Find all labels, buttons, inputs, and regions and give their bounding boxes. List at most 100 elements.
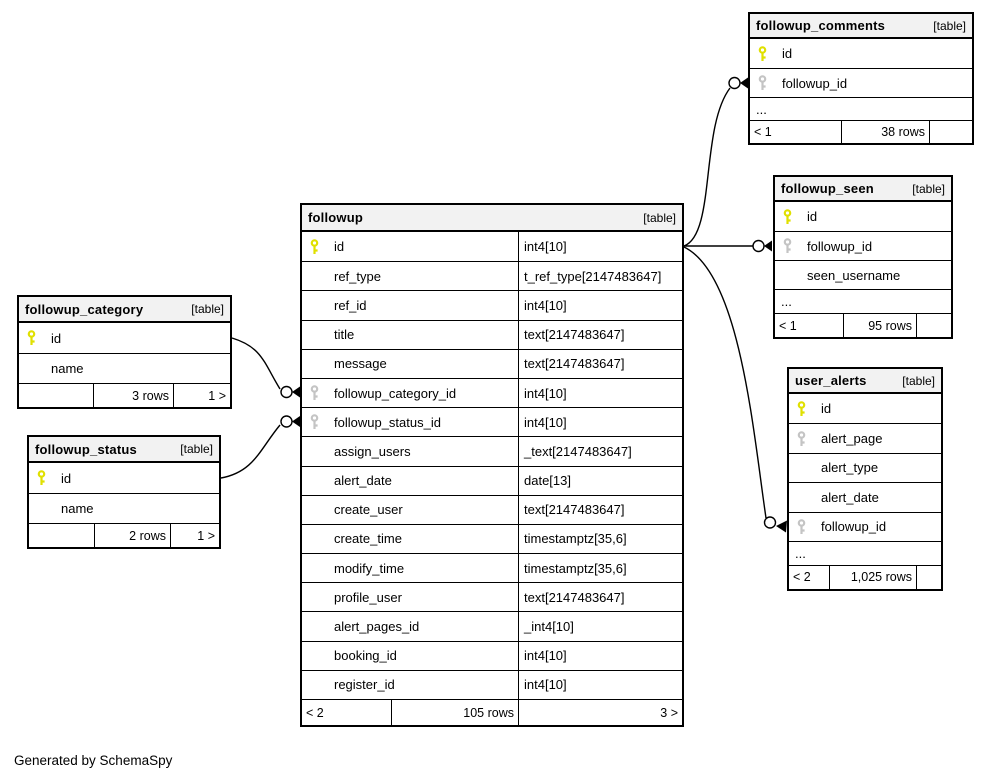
parents-count: < 1 xyxy=(779,318,797,333)
primary-key-icon xyxy=(36,470,47,486)
column-name: id xyxy=(61,470,72,486)
table-header[interactable]: followup_category [table] xyxy=(19,297,230,323)
table-user-alerts: user_alerts [table] id alert_page alert_… xyxy=(787,367,943,591)
table-footer: < 2 1,025 rows xyxy=(789,564,941,589)
column-type: date[13] xyxy=(524,473,571,489)
column-row-followup-status-id: followup_status_id int4[10] xyxy=(302,407,682,437)
foreign-key-icon xyxy=(309,385,320,401)
table-header[interactable]: followup_seen [table] xyxy=(775,177,951,202)
column-name: create_time xyxy=(334,531,402,547)
column-name: ref_id xyxy=(334,297,367,313)
table-title: followup_category xyxy=(25,301,144,317)
parents-count: < 2 xyxy=(306,705,324,720)
column-name: profile_user xyxy=(334,589,402,605)
column-row-followup-category-id: followup_category_id int4[10] xyxy=(302,377,682,408)
table-header[interactable]: followup_status [table] xyxy=(29,437,219,463)
row-count: 105 rows xyxy=(391,700,518,725)
column-row-followup-id: followup_id xyxy=(750,68,972,97)
table-title: user_alerts xyxy=(795,373,867,388)
more-columns-indicator: ... xyxy=(750,97,972,120)
column-name: id xyxy=(334,239,345,255)
children-count: 1 > xyxy=(170,524,219,547)
column-name: booking_id xyxy=(334,648,397,664)
column-name: followup_category_id xyxy=(334,385,457,401)
children-count xyxy=(916,565,941,589)
parents-count xyxy=(29,524,94,547)
column-row-id: id xyxy=(19,323,230,353)
primary-key-icon xyxy=(757,45,768,62)
table-header[interactable]: followup_comments [table] xyxy=(750,14,972,39)
column-name: title xyxy=(334,327,355,343)
foreign-key-icon xyxy=(757,75,768,91)
table-header[interactable]: user_alerts [table] xyxy=(789,369,941,394)
row-count: 1,025 rows xyxy=(829,565,916,589)
column-name: id xyxy=(782,46,793,61)
column-name: alert_page xyxy=(821,431,883,447)
table-type-tag: [table] xyxy=(180,442,213,456)
column-type: _text[2147483647] xyxy=(524,443,632,459)
primary-key-icon xyxy=(796,400,807,417)
column-type: timestamptz[35,6] xyxy=(524,531,627,547)
parents-count xyxy=(19,384,93,407)
table-followup-category: followup_category [table] id name 3 rows… xyxy=(17,295,232,409)
foreign-key-icon xyxy=(796,430,807,447)
parents-count: < 1 xyxy=(754,125,772,139)
column-name: id xyxy=(807,209,818,224)
table-title: followup xyxy=(308,210,364,225)
table-type-tag: [table] xyxy=(912,181,945,196)
table-header[interactable]: followup [table] xyxy=(302,205,682,232)
column-name: followup_id xyxy=(782,75,848,91)
column-name: name xyxy=(51,361,84,376)
column-type: t_ref_type[2147483647] xyxy=(524,268,662,284)
table-footer: < 2 105 rows 3 > xyxy=(302,699,682,725)
column-row-id: id xyxy=(750,39,972,68)
children-count: 1 > xyxy=(173,384,230,407)
primary-key-icon xyxy=(26,330,37,346)
table-type-tag: [table] xyxy=(902,373,935,388)
column-name: message xyxy=(334,356,387,372)
column-type: text[2147483647] xyxy=(524,356,625,372)
table-footer: < 1 38 rows xyxy=(750,120,972,143)
children-count xyxy=(916,314,951,337)
column-row-modify-time: modify_time timestamptz[35,6] xyxy=(302,553,682,583)
column-type: int4[10] xyxy=(524,385,567,401)
column-name: create_user xyxy=(334,502,403,518)
table-footer: 2 rows 1 > xyxy=(29,523,219,547)
column-name: ref_type xyxy=(334,268,381,284)
column-type: int4[10] xyxy=(524,414,567,430)
column-row-id: id int4[10] xyxy=(302,232,682,262)
column-name: alert_date xyxy=(821,489,879,505)
table-followup-status: followup_status [table] id name 2 rows 1… xyxy=(27,435,221,549)
column-type: timestamptz[35,6] xyxy=(524,560,627,576)
column-row-alert-date: alert_date xyxy=(789,482,941,511)
row-count: 95 rows xyxy=(843,314,916,337)
column-type: int4[10] xyxy=(524,297,567,313)
column-name: id xyxy=(51,330,62,346)
generated-by-note: Generated by SchemaSpy xyxy=(14,753,173,768)
table-title: followup_comments xyxy=(756,18,886,33)
column-row-name: name xyxy=(29,493,219,523)
column-name: register_id xyxy=(334,677,395,693)
fk-connector-followup-to-user-alerts xyxy=(683,246,787,533)
children-count: 3 > xyxy=(518,700,682,725)
column-row-alert-date: alert_date date[13] xyxy=(302,465,682,495)
table-type-tag: [table] xyxy=(643,210,676,225)
column-row-ref-type: ref_type t_ref_type[2147483647] xyxy=(302,261,682,291)
column-name: assign_users xyxy=(334,443,411,459)
column-row-assign-users: assign_users _text[2147483647] xyxy=(302,436,682,466)
row-count: 2 rows xyxy=(94,524,170,547)
column-type: int4[10] xyxy=(524,648,567,664)
column-row-alert-page: alert_page xyxy=(789,423,941,452)
row-count: 38 rows xyxy=(841,121,929,143)
column-row-name: name xyxy=(19,353,230,383)
table-followup-comments: followup_comments [table] id followup_id… xyxy=(748,12,974,145)
table-title: followup_status xyxy=(35,441,137,457)
column-row-followup-id: followup_id xyxy=(789,511,941,541)
fk-connector-followup-to-seen xyxy=(684,239,772,253)
foreign-key-icon xyxy=(796,518,807,535)
column-name: name xyxy=(61,501,94,516)
parents-count: < 2 xyxy=(793,570,811,585)
column-name: alert_date xyxy=(334,473,392,489)
table-followup: followup [table] id int4[10] ref_type t_… xyxy=(300,203,684,727)
column-type: text[2147483647] xyxy=(524,589,625,605)
